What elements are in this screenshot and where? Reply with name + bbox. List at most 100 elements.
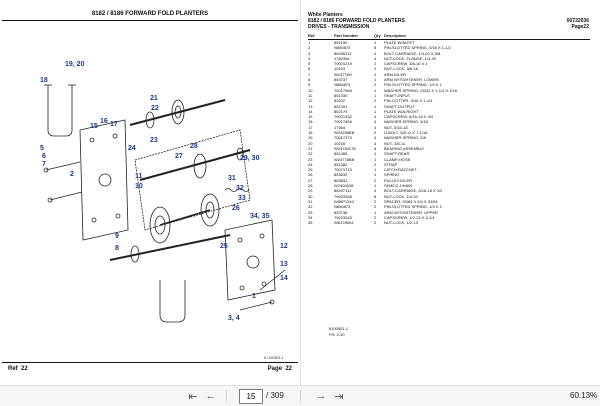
cell-part-number: N856873 <box>334 45 351 51</box>
cell-qty: 1 <box>374 156 377 162</box>
cell-description: NUT-LOCK, 1/4-20 <box>384 193 418 199</box>
cell-qty: 4 <box>374 55 377 61</box>
cell-description: NUT-LOCK, 3/8-16 <box>384 66 418 72</box>
callout-18: 18 <box>40 77 48 84</box>
notes: 6100501-1 FR: 2-10 <box>329 326 348 338</box>
callout-9: 9 <box>115 233 119 240</box>
cell-ref: 8 <box>308 77 311 83</box>
cell-description: CAPSCREW, 3/8-16 X 1 <box>384 61 428 67</box>
cell-part-number: 10103 <box>334 66 346 72</box>
col-ref: Ref <box>308 33 334 40</box>
callout-29-30: 29, 30 <box>240 155 260 162</box>
cell-qty: 1 <box>374 209 377 215</box>
cell-description: SHAFT-INPUT <box>384 92 411 98</box>
cell-part-number: 70071713 <box>334 167 352 173</box>
cell-part-number: 853736 <box>334 209 348 215</box>
cell-ref: 26 <box>308 172 313 178</box>
cell-ref: 6 <box>308 66 311 72</box>
cell-ref: 19 <box>308 135 313 141</box>
callout-2: 2 <box>70 171 74 178</box>
cell-description: WASHER-SPRING, 5/16 <box>384 119 429 125</box>
page-value: 22 <box>285 366 292 372</box>
cell-description: PIN-COTTER, 3/16 X 1-1/4 <box>384 98 433 104</box>
cell-part-number: 79017856 <box>334 119 352 125</box>
doc-code: 00722036 <box>566 18 589 24</box>
cell-description: WASHER-SPRING, 3/8 <box>384 135 426 141</box>
ref-footer: Ref 22 <box>8 366 28 372</box>
cell-ref: 13 <box>308 103 313 109</box>
callout-31: 31 <box>228 175 236 182</box>
cell-qty: 2 <box>374 66 377 72</box>
left-plate <box>79 119 129 241</box>
left-footer-rule <box>2 362 298 363</box>
cell-part-number: 86497111 <box>334 188 352 194</box>
callout-15: 15 <box>90 123 98 130</box>
note-1: 6100501-1 <box>329 326 349 331</box>
cell-description: CAPSCREW, 1/2-13 X 3-1/4 <box>384 214 435 220</box>
col-part-number: Part Number <box>334 33 374 40</box>
cell-qty: 1 <box>374 151 377 157</box>
cell-qty: 2 <box>374 61 377 67</box>
cell-description: STRAP <box>384 161 398 167</box>
cell-description: ARM W/TIGHTENER, UPPER <box>384 209 439 215</box>
cell-description: SHAFT-REAR <box>384 151 410 157</box>
cell-qty: 1 <box>374 167 377 173</box>
page-number-input[interactable] <box>239 389 263 404</box>
right-page: White Planters 8182 / 8186 FORWARD FOLD … <box>303 0 595 385</box>
cell-description: SPRING <box>384 172 400 178</box>
callout-8: 8 <box>115 245 119 252</box>
last-page-icon[interactable]: ⇥ <box>334 390 344 403</box>
first-page-icon[interactable]: ⇤ <box>188 390 198 403</box>
cell-qty: 4 <box>374 124 377 130</box>
callout-10: 10 <box>135 183 143 190</box>
cell-description: SPACER, 33/64 X 3/4 X 31/64 <box>384 198 438 204</box>
callout-33: 33 <box>238 195 246 202</box>
prev-page-icon[interactable]: ← <box>205 390 217 402</box>
cell-qty: 2 <box>374 220 377 226</box>
page-total: / 309 <box>266 391 284 400</box>
cell-description: BEARING ASSEMBLY <box>384 145 425 151</box>
left-page: 8182 / 8186 FORWARD FOLD PLANTERS <box>2 0 298 385</box>
callout-23: 23 <box>150 137 158 144</box>
cell-qty: 2 <box>374 204 377 210</box>
cell-description: ARM W/TIGHTENER, LOWER <box>384 77 439 83</box>
cell-ref: 30 <box>308 193 313 199</box>
cell-description: NUT-LOCK, 1/2-13 <box>384 220 418 226</box>
cell-ref: 3 <box>308 50 311 56</box>
parts-diagram: 19, 20 18 15 16 17 21 22 23 24 5 6 7 2 1… <box>40 61 288 323</box>
cell-part-number: 851330 <box>334 92 348 98</box>
cell-qty: 2 <box>374 161 377 167</box>
cell-ref: 28 <box>308 183 313 189</box>
col-qty: Qty <box>374 33 384 40</box>
cell-part-number: 1782354 <box>334 55 350 61</box>
cell-ref: 31 <box>308 198 313 204</box>
cell-qty: 2 <box>374 98 377 104</box>
cell-ref: 32 <box>308 204 313 210</box>
cell-ref: 10 <box>308 87 313 93</box>
callout-1: 1 <box>252 293 256 300</box>
cell-description: PIN-SLOTTED SPRING, 1/4 X 2 <box>384 204 442 210</box>
callout-21: 21 <box>150 95 158 102</box>
cell-ref: 4 <box>308 55 311 61</box>
cell-qty: 1 <box>374 183 377 189</box>
next-page-icon[interactable]: → <box>315 390 327 402</box>
cell-ref: 23 <box>308 156 313 162</box>
callout-25: 25 <box>220 243 228 250</box>
doc-number: 8 1000501-1 <box>264 356 284 360</box>
callout-32: 32 <box>236 185 244 192</box>
cell-part-number: W24784178 <box>334 145 356 151</box>
cell-description: U-BOLT, 3/8-11 X 7-1/16 <box>384 130 428 136</box>
cell-qty: 1 <box>374 87 377 93</box>
